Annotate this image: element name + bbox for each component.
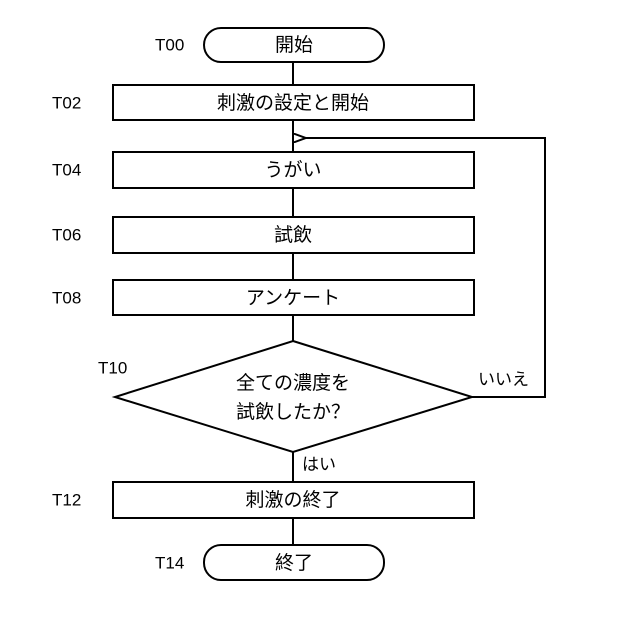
decision-label-line1: 全ての濃度を [236,372,350,394]
step-id-t08: T08 [52,289,81,308]
start-label: 開始 [275,34,313,56]
node-decision: 全ての濃度を 試飲したか？ [115,341,472,452]
tasting-label: 試飲 [274,224,312,246]
end-label: 終了 [275,552,313,574]
step-id-t10: T10 [98,359,127,378]
node-stimulus-end: 刺激の終了 [113,482,474,518]
node-questionnaire: アンケート [113,280,474,315]
node-stimulus-setup: 刺激の設定と開始 [113,85,474,120]
node-end: 終了 [204,545,384,580]
step-id-t00: T00 [155,36,184,55]
stimulus-end-label: 刺激の終了 [245,489,340,511]
branch-yes-label: はい [302,455,336,475]
step-id-t12: T12 [52,491,81,510]
decision-diamond [115,341,472,452]
node-tasting: 試飲 [113,217,474,253]
stimulus-setup-label: 刺激の設定と開始 [217,92,369,114]
branch-no-label: いいえ [478,370,529,390]
step-id-t02: T02 [52,94,81,113]
node-start: 開始 [204,28,384,62]
questionnaire-label: アンケート [246,287,340,309]
step-id-t06: T06 [52,226,81,245]
node-gargle: うがい [113,152,474,188]
gargle-label: うがい [264,159,321,181]
step-id-t04: T04 [52,161,81,180]
step-id-t14: T14 [155,554,184,573]
decision-label-line2: 試飲したか？ [236,401,350,423]
